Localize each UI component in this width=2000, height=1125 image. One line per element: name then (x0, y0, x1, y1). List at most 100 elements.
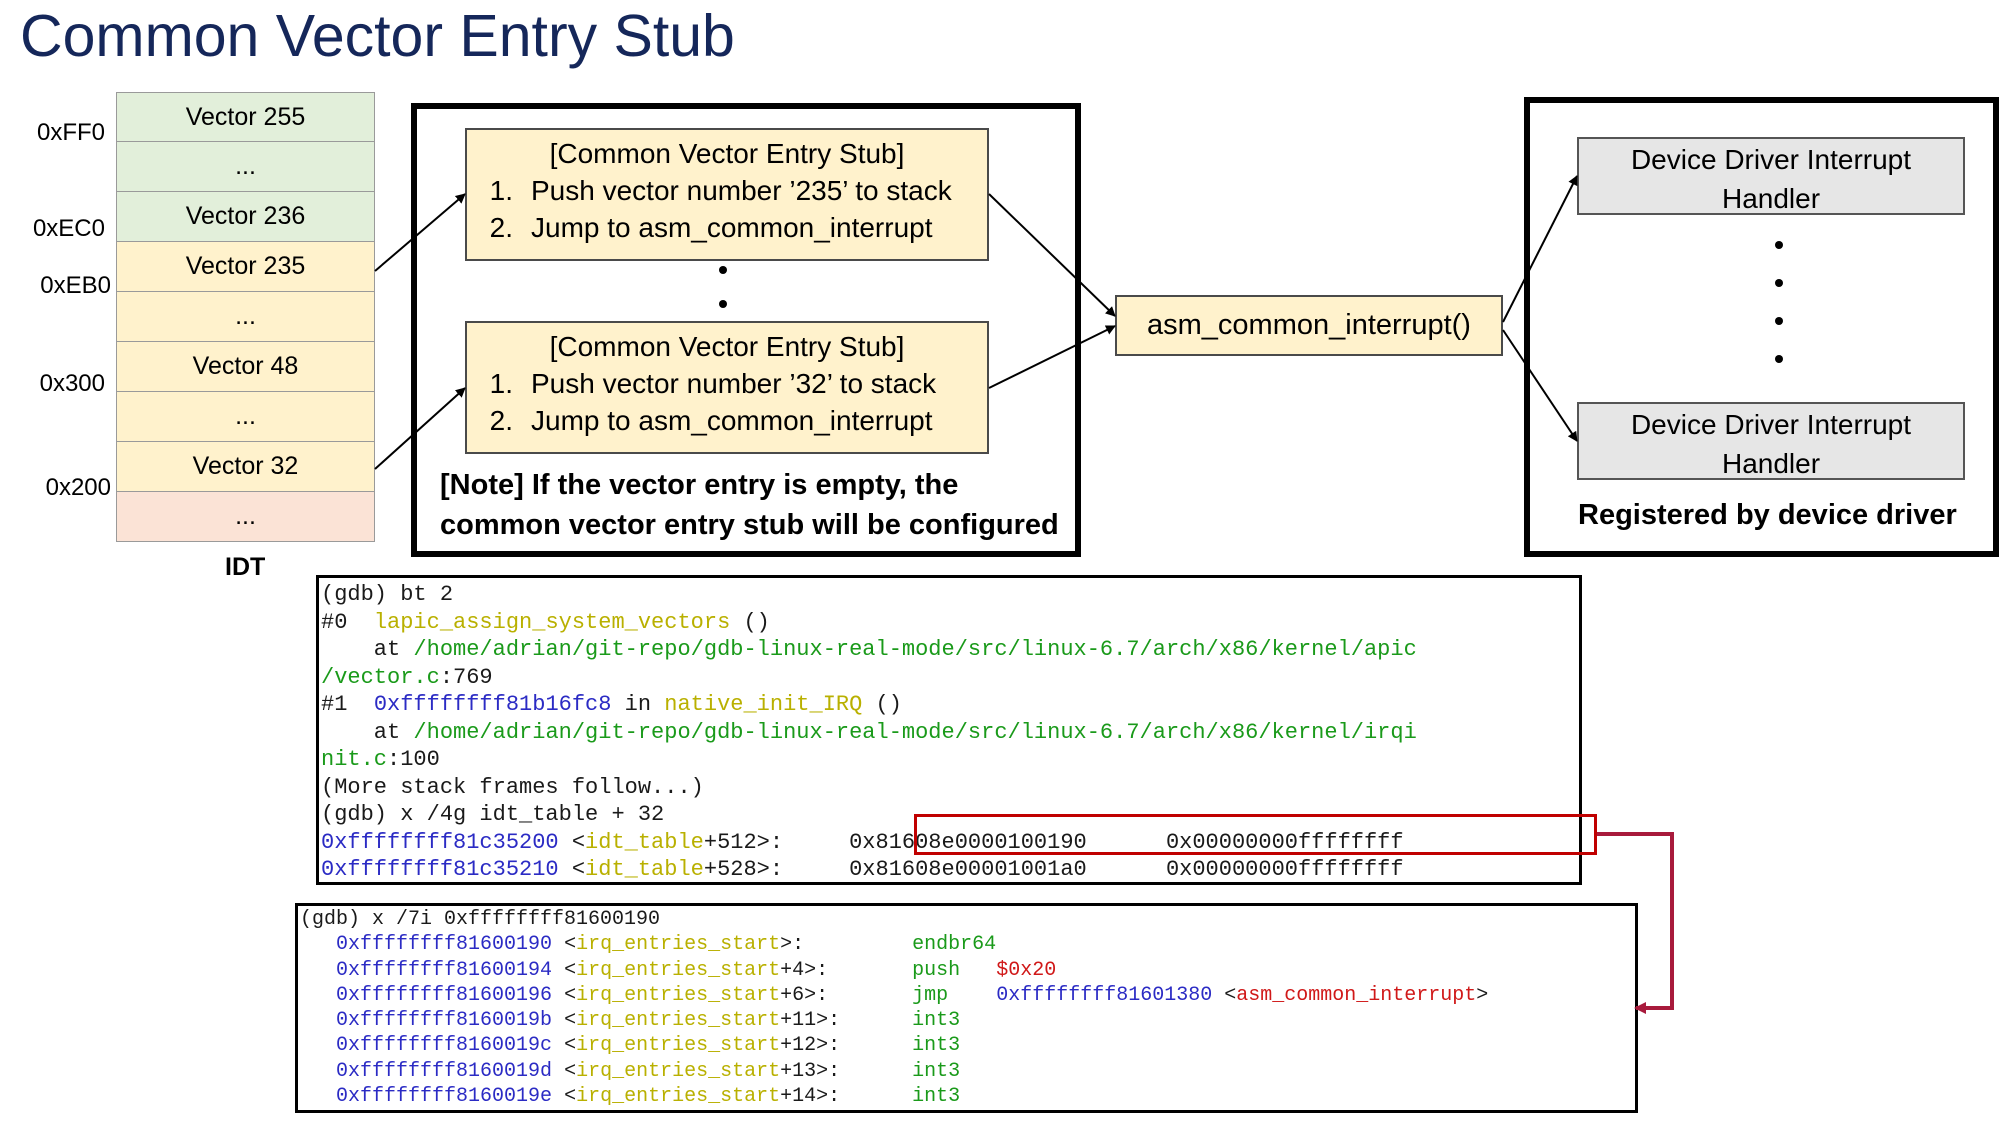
gdb-token: +11>: (780, 1009, 913, 1033)
gdb-token: 0xffffffff8160019d (336, 1059, 553, 1083)
ellipsis-dot (1775, 241, 1783, 249)
step-number: 1. (489, 368, 513, 399)
step-number: 1. (489, 175, 513, 206)
ellipsis-dot (1775, 355, 1783, 363)
gdb-token: push (912, 958, 961, 982)
gdb-line: (gdb) bt 2 (319, 581, 1579, 609)
gdb-line: at /home/adrian/git-repo/gdb-linux-real-… (319, 636, 1579, 664)
idt-row: Vector 32 (116, 442, 375, 492)
note-line: [Note] If the vector entry is empty, the (440, 469, 959, 501)
ellipsis-dot (1775, 279, 1783, 287)
gdb-token: at (321, 637, 414, 662)
gdb-token: in (611, 692, 665, 717)
arrow-idt32-to-stub (374, 387, 466, 470)
gdb-token: 0xffffffff81600196 (336, 983, 553, 1007)
gdb-token: < (552, 1059, 577, 1083)
stub-step: 1. Push vector number ’235’ to stack (467, 175, 987, 207)
gdb-token: jmp (912, 983, 949, 1007)
gdb-line: 0xffffffff8160019d <irq_entries_start+13… (298, 1059, 1635, 1084)
gdb-token: asm_common_interrupt (1236, 983, 1477, 1007)
gdb-token: 0xffffffff81c35210 (321, 857, 559, 882)
gdb-token: 0xffffffff8160019c (336, 1034, 553, 1058)
gdb-token: irq_entries_start (576, 1085, 781, 1109)
idt-address: 0x200 (45, 474, 111, 501)
idt-row: ... (116, 142, 375, 192)
gdb-line: 0xffffffff8160019e <irq_entries_start+14… (298, 1084, 1635, 1109)
gdb-backtrace-panel: (gdb) bt 2#0 lapic_assign_system_vectors… (316, 575, 1582, 885)
step-text: Jump to asm_common_interrupt (531, 405, 933, 436)
stub-step: 2. Jump to asm_common_interrupt (467, 405, 987, 437)
gdb-token: +13>: (780, 1059, 913, 1083)
ellipsis-dot (1775, 317, 1783, 325)
gdb-disassembly-lines: (gdb) x /7i 0xffffffff81600190 0xfffffff… (298, 907, 1635, 1109)
gdb-token: 0xffffffff8160019e (336, 1085, 553, 1109)
idt-row: Vector 235 (116, 242, 375, 292)
driver-handler-top: Device Driver Interrupt Handler (1577, 137, 1965, 215)
idt-address: 0x300 (39, 370, 105, 397)
highlight-box (914, 814, 1597, 855)
gdb-token: 0xffffffff81c35200 (321, 829, 559, 855)
gdb-token: () (862, 692, 902, 717)
ellipsis-dot (719, 266, 727, 274)
gdb-line: 0xffffffff81600190 <irq_entries_start>: … (298, 932, 1635, 957)
gdb-disassembly-panel: (gdb) x /7i 0xffffffff81600190 0xfffffff… (295, 903, 1638, 1113)
gdb-token: irq_entries_start (576, 933, 781, 957)
idt-address: 0xFF0 (36, 119, 105, 146)
gdb-token: < (552, 933, 577, 957)
stub-step: 1. Push vector number ’32’ to stack (467, 368, 987, 400)
handler-line: Device Driver Interrupt (1630, 409, 1912, 440)
gdb-line: 0xffffffff81600196 <irq_entries_start+6>… (298, 983, 1635, 1008)
gdb-token: /vector.c (321, 664, 440, 690)
gdb-line: 0xffffffff81c35200 <idt_table+512>: 0x81… (319, 829, 1579, 857)
gdb-token: int3 (912, 1059, 961, 1083)
gdb-token: +14>: (780, 1085, 913, 1109)
idt-row: Vector 236 (116, 192, 375, 242)
gdb-token: < (1212, 983, 1237, 1007)
arrow-common-to-handler-top (1502, 175, 1578, 323)
gdb-token: 0xffffffff8160019b (336, 1009, 553, 1033)
gdb-token: +528>: 0x81608e00001001a0 0x00000000ffff… (703, 857, 1404, 882)
gdb-token: native_init_IRQ (664, 692, 863, 717)
gdb-line: (More stack frames follow...) (319, 774, 1579, 802)
gdb-token: 0xffffffff81600190 (336, 933, 553, 957)
gdb-token: int3 (912, 1009, 961, 1033)
arrow-idt-entry-to-asm (1597, 832, 1674, 1014)
gdb-token: < (552, 1085, 577, 1109)
arrow-stub235-to-common (988, 193, 1116, 317)
idt-row: Vector 48 (116, 342, 375, 392)
gdb-token: < (552, 1034, 577, 1058)
gdb-token: irq_entries_start (576, 1034, 781, 1058)
gdb-token: (More stack frames follow...) (321, 774, 704, 800)
gdb-line: at /home/adrian/git-repo/gdb-linux-real-… (319, 719, 1579, 747)
arrow-idt235-to-stub (374, 193, 466, 272)
gdb-line: 0xffffffff81c35210 <idt_table+528>: 0x81… (319, 856, 1579, 882)
gdb-token: 0xffffffff81b16fc8 (373, 692, 612, 717)
gdb-line: (gdb) x /4g idt_table + 32 (319, 801, 1579, 829)
stub-title: [Common Vector Entry Stub] (549, 331, 905, 362)
idt-row: ... (116, 392, 375, 442)
note-text: [Note] If the vector entry is empty, the… (440, 465, 1059, 545)
gdb-token: #0 (321, 609, 374, 635)
gdb-token: #1 (321, 692, 374, 717)
step-text: Push vector number ’235’ to stack (531, 175, 952, 206)
gdb-token: idt_table (585, 829, 704, 855)
gdb-token: < (558, 857, 586, 882)
gdb-token: < (552, 958, 577, 982)
gdb-token: irq_entries_start (576, 1009, 781, 1033)
gdb-token: >: (780, 933, 913, 957)
gdb-token: irq_entries_start (576, 958, 781, 982)
gdb-token: at (321, 719, 414, 745)
gdb-line: #1 0xffffffff81b16fc8 in native_init_IRQ… (319, 691, 1579, 719)
gdb-token: 0xffffffff81601380 (996, 983, 1213, 1007)
arrow-common-to-handler-bottom (1502, 329, 1578, 442)
gdb-line: /vector.c:769 (319, 664, 1579, 692)
gdb-token: idt_table (585, 857, 704, 882)
handler-line: Handler (1721, 183, 1821, 214)
idt-row: Vector 255 (116, 92, 375, 142)
gdb-token: (gdb) x /7i 0xffffffff81600190 (300, 908, 661, 931)
gdb-line: 0xffffffff8160019c <irq_entries_start+12… (298, 1033, 1635, 1058)
gdb-line: 0xffffffff81600194 <irq_entries_start+4>… (298, 958, 1635, 983)
stub-title: [Common Vector Entry Stub] (549, 138, 905, 169)
gdb-token: /home/adrian/git-repo/gdb-linux-real-mod… (413, 719, 1417, 745)
